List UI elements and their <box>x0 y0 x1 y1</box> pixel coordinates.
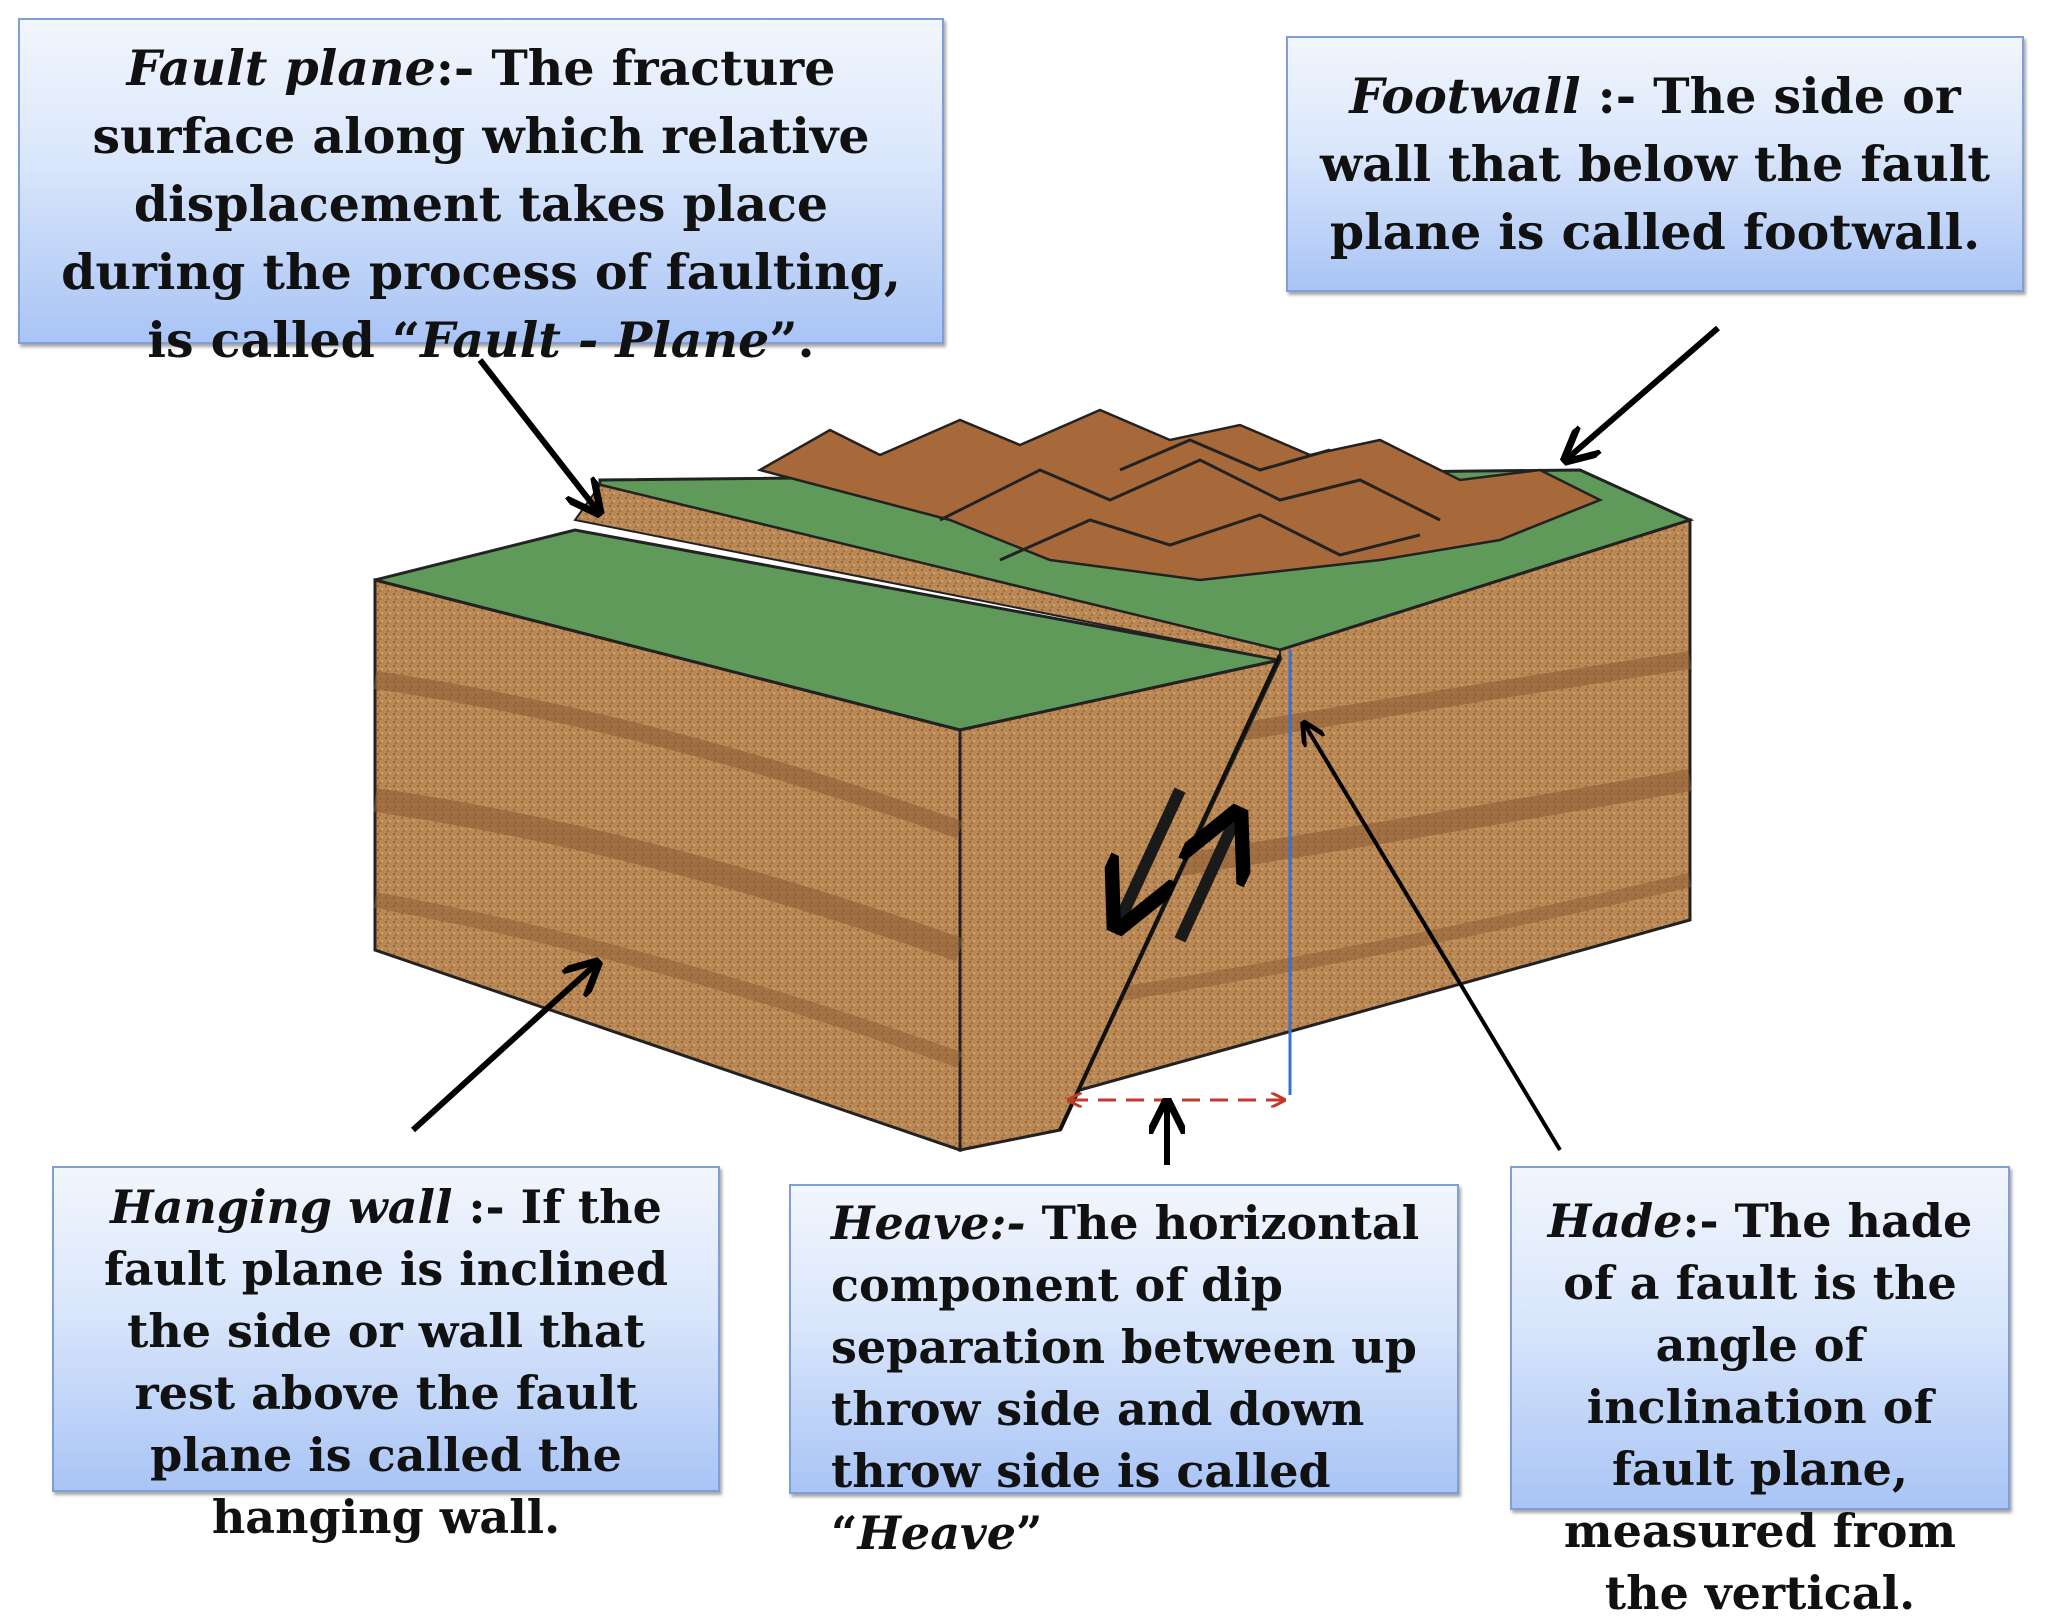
hade-pointer <box>1305 725 1562 1152</box>
fault-plane-text-after: ”. <box>769 311 815 369</box>
hade-separator: :- <box>1682 1194 1735 1248</box>
hanging-wall-pointer <box>410 965 595 1133</box>
hade-box: Hade:- The hade of a fault is the angle … <box>1510 1166 2010 1620</box>
heave-text-after: ” <box>1016 1506 1043 1560</box>
fault-plane-text-before: The fracture surface along which relativ… <box>61 39 901 369</box>
slip-arrow-up <box>1174 820 1235 943</box>
footwall-box: Footwall :- The side or wall that below … <box>1286 36 2024 292</box>
slip-arrow-down <box>1120 787 1186 920</box>
fault-block-diagram <box>373 325 1720 1165</box>
hanging-wall-separator: :- <box>452 1180 521 1234</box>
fault-plane-pointer <box>477 358 597 510</box>
footwall-separator: :- <box>1580 67 1654 125</box>
heave-quoted-term: Heave <box>857 1506 1016 1560</box>
hanging-wall-term: Hanging wall <box>110 1180 453 1234</box>
fault-plane-box: Fault plane:- The fracture surface along… <box>18 18 944 369</box>
hanging-wall-block <box>373 483 1283 1153</box>
mountains <box>756 408 1604 582</box>
footwall-pointer <box>1568 325 1720 458</box>
hade-term: Hade <box>1547 1194 1683 1248</box>
footwall-term: Footwall <box>1349 67 1581 125</box>
fault-plane-quoted-term: Fault - Plane <box>420 311 770 369</box>
hanging-wall-text: If the fault plane is inclined the side … <box>103 1180 669 1544</box>
fault-plane-separator: :- <box>435 39 492 97</box>
hanging-wall-box: Hanging wall :- If the fault plane is in… <box>52 1166 720 1544</box>
hade-text: The hade of a fault is the angle of incl… <box>1563 1194 1973 1620</box>
fault-plane-term: Fault plane <box>126 39 436 97</box>
heave-box: Heave:- The horizontal component of dip … <box>789 1184 1459 1560</box>
footwall-text: The side or wall that below the fault pl… <box>1319 67 1991 261</box>
heave-term: Heave:- <box>831 1196 1026 1250</box>
